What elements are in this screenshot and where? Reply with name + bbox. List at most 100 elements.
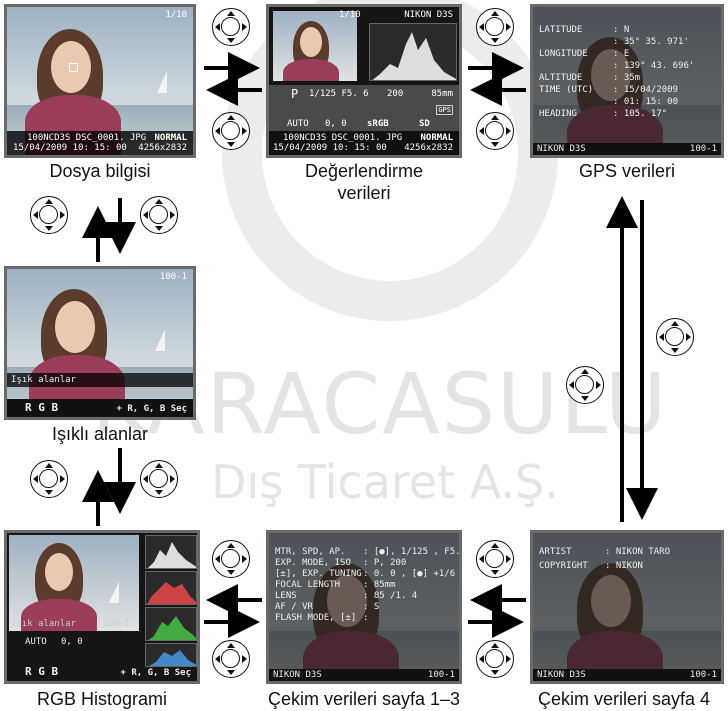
shooting-mode: P <box>291 87 299 101</box>
caption-shooting-4: Çekim verileri sayfa 4 <box>537 689 711 709</box>
histogram-blue <box>145 643 197 667</box>
data-row-value: : NIKON <box>605 561 643 571</box>
screen-highlights: 100-1 Işık alanlar R G B + R, G, B Seç <box>4 266 196 420</box>
multi-selector-icon <box>140 196 178 234</box>
data-row-label: FLASH MODE, [±] <box>275 613 357 623</box>
white-balance: AUTO <box>25 637 47 647</box>
white-balance-values: 0, 0 <box>325 119 347 129</box>
rgb-channels: R G B <box>25 401 59 414</box>
multi-selector-icon <box>566 366 604 404</box>
data-row-value: : 85mm <box>363 580 396 590</box>
frame-counter: 1/10 <box>165 10 187 20</box>
camera-name: NIKON D3S <box>537 670 586 680</box>
focal-length: 85mm <box>431 89 453 99</box>
camera-name: NIKON D3S <box>273 670 322 680</box>
caption-rgb-histogram: RGB Histogrami <box>36 689 168 709</box>
histogram-graph <box>149 650 196 666</box>
data-row-label: [±], EXP. TUNING <box>275 569 362 579</box>
data-row-label: FOCAL LENGTH <box>275 580 341 590</box>
camera-name: NIKON D3S <box>404 10 453 20</box>
folder-number: 100-1 <box>159 272 187 282</box>
multi-selector-icon <box>212 8 250 46</box>
shutter-aperture: 1/125 F5. 6 <box>309 89 369 99</box>
multi-selector-icon <box>476 8 514 46</box>
data-row-label: ALTITUDE <box>539 73 583 83</box>
focus-point <box>69 63 78 72</box>
folder-number: 100-1 <box>427 670 455 680</box>
histogram-green <box>145 607 197 641</box>
histogram-luminance <box>145 535 197 569</box>
folder-number: 100-1 <box>689 144 717 154</box>
data-row-value: : P, 200 <box>363 558 407 568</box>
rgb-channels: R G B <box>25 665 59 678</box>
data-row-value: : [●], 1/125 , F5. 6 <box>363 547 462 557</box>
data-row-label: TIME (UTC) <box>539 85 594 95</box>
multi-selector-icon <box>30 460 68 498</box>
caption-file-info: Dosya bilgisi <box>49 161 151 181</box>
data-row-label: LATITUDE <box>539 25 583 35</box>
sailboat <box>157 71 167 93</box>
multi-selector-icon <box>656 318 694 356</box>
picture-control: SD <box>419 119 430 129</box>
multi-selector-icon <box>212 540 250 578</box>
multi-selector-icon <box>476 540 514 578</box>
multi-selector-icon <box>140 460 178 498</box>
label-bar <box>7 373 193 387</box>
image-quality: NORMAL <box>420 133 453 143</box>
caption-rating-line2: verileri <box>337 183 391 203</box>
channel-select-hint: + R, G, B Seç <box>120 668 191 678</box>
data-row-label: EXP. MODE, ISO <box>275 558 351 568</box>
gps-badge: GPS <box>436 105 453 115</box>
screen-rgb-histogram: Işık alanlar 100-1 AUTO 0, 0 R G B + R, … <box>4 530 200 684</box>
histogram-graph <box>372 32 456 80</box>
data-row-value: : 139° 43. 696' <box>613 61 695 71</box>
info-bar <box>269 131 459 155</box>
data-row-label: LENS <box>275 591 297 601</box>
woman-face <box>55 301 95 353</box>
luminance-histogram <box>369 23 457 81</box>
highlight-label: Işık alanlar <box>11 619 77 629</box>
channel-select-hint: + R, G, B Seç <box>116 404 187 414</box>
folder-number: 100-1 <box>689 670 717 680</box>
data-row-value: : 35° 35. 971' <box>613 37 689 47</box>
multi-selector-icon <box>30 196 68 234</box>
data-row-value: : N <box>613 25 630 35</box>
data-row-value: : E <box>613 49 630 59</box>
screen-shooting-data-1-3: MTR, SPD, AP. : [●], 1/125 , F5. 6 EXP. MO… <box>266 530 462 684</box>
info-bar <box>533 143 721 155</box>
sailboat <box>155 329 165 351</box>
white-balance-values: 0, 0 <box>61 637 83 647</box>
multi-selector-icon <box>212 640 250 678</box>
data-row-value: : 85 /1. 4 <box>363 591 418 601</box>
data-row-label: MTR, SPD, AP. <box>275 547 346 557</box>
info-bar <box>7 131 193 155</box>
histogram-graph <box>147 582 196 604</box>
caption-gps: GPS verileri <box>578 161 676 181</box>
info-bar <box>269 669 459 681</box>
image-size: 4256x2832 <box>404 143 453 153</box>
data-row-label: ARTIST <box>539 547 572 557</box>
multi-selector-icon <box>476 640 514 678</box>
woman-face <box>591 575 631 627</box>
date-time: 15/04/2009 10: 15: 00 <box>13 143 127 153</box>
screen-file-info: 1/10 100NCD3S DSC_0001. JPG NORMAL 15/04… <box>4 4 196 158</box>
thumbnail <box>9 535 139 631</box>
frame-counter: 1/10 <box>339 10 361 20</box>
data-row-value: : 0. 0 , [●] +1/6 <box>363 569 456 579</box>
histogram-graph <box>148 616 196 640</box>
watermark-subtitle: Dış Ticaret A.Ş. <box>211 455 559 509</box>
woman-face <box>327 575 367 627</box>
color-space: sRGB <box>367 119 389 129</box>
woman-face <box>300 27 322 57</box>
screen-rating-data: 1/10 NIKON D3S P 1/125 F5. 6 200 85mm GP… <box>266 4 462 158</box>
caption-rating-line1: Değerlendirme <box>304 161 424 181</box>
data-row-label: LONGITUDE <box>539 49 588 59</box>
woman-face <box>591 49 631 101</box>
white-balance: AUTO <box>287 119 309 129</box>
screen-gps-data: LATITUDE : N : 35° 35. 971' LONGITUDE : E : 1… <box>530 4 724 158</box>
data-row-value: : 15/04/2009 <box>613 85 679 95</box>
camera-name: NIKON D3S <box>537 144 586 154</box>
folder-file: 100NCD3S DSC_0001. JPG <box>283 133 403 143</box>
